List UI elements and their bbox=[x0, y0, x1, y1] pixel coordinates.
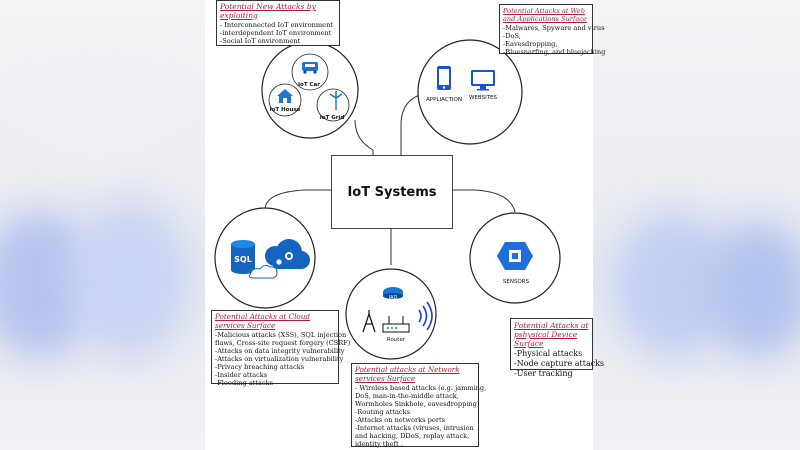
list-item: and hacking, DDoS, replay attack, bbox=[355, 432, 470, 440]
cloud-gears-icon bbox=[265, 239, 310, 269]
web-attacks-title: Potential Attacks at Web and Application… bbox=[503, 7, 587, 23]
list-item: -Bluesnarfing, and bluejacking bbox=[503, 48, 606, 56]
list-item: - Interconnected IoT environment bbox=[220, 21, 333, 29]
list-item: DoS, man-in-the-middle attack, bbox=[355, 392, 459, 400]
monitor-icon bbox=[471, 70, 495, 91]
list-item: -Insider attacks bbox=[215, 371, 268, 379]
cloud-attacks-note: Potential Attacks at Cloud services Surf… bbox=[211, 310, 351, 387]
list-item: -Node capture attacks bbox=[514, 359, 605, 368]
list-item: -Attacks on data integrity vulnerability bbox=[215, 347, 345, 355]
list-item: -DoS, bbox=[503, 32, 521, 40]
list-item: -Malwares, Spyware and virus bbox=[503, 24, 605, 32]
center-title: IoT Systems bbox=[347, 184, 437, 200]
device-attacks-title: Potential Attacks at pshysical Device Su… bbox=[514, 321, 589, 348]
list-item: -Social IoT environment bbox=[220, 37, 301, 45]
wifi-signal-icon bbox=[418, 301, 433, 331]
web-app-node: APPLIACTION WEBSITES bbox=[417, 39, 523, 145]
websites-label: WEBSITES bbox=[469, 95, 498, 101]
list-item: -Malicious attacks (XSS), SQL injection bbox=[215, 331, 347, 339]
cloud-node: SQL bbox=[214, 207, 316, 309]
database-icon bbox=[231, 240, 255, 274]
iad-icon bbox=[383, 287, 403, 299]
iot-systems-box: IoT Systems bbox=[331, 155, 453, 229]
chip-icon bbox=[497, 242, 533, 270]
right-backdrop bbox=[593, 0, 800, 450]
list-item: - Wireless based attacks (e.g. jamming, bbox=[355, 384, 487, 392]
list-item: -User tracking bbox=[514, 369, 573, 378]
car-icon bbox=[302, 62, 318, 74]
cloud-outline-icon bbox=[248, 264, 278, 279]
list-item: -Privacy breaching attacks bbox=[215, 363, 305, 371]
left-backdrop bbox=[0, 0, 205, 450]
network-attacks-note: Potential attacks at Network services Su… bbox=[351, 363, 487, 448]
iot-devices-node: IoT Car IoT House IoT Grid bbox=[261, 41, 359, 139]
antenna-tower-icon bbox=[362, 310, 376, 333]
list-item: -Flooding attacks bbox=[215, 379, 273, 387]
list-item: Wormholes Sinkhole, eavesdropping) bbox=[355, 400, 480, 408]
list-item: -Internet attacks (viruses, intrusion bbox=[355, 424, 474, 432]
list-item: -Routing attacks bbox=[355, 408, 410, 416]
router-label: Router bbox=[387, 337, 406, 343]
list-item: -Attacks on virtualization vulnerability bbox=[215, 355, 344, 363]
house-icon bbox=[277, 89, 293, 103]
diagram-svg: IoT Car IoT House IoT Grid bbox=[214, 39, 561, 360]
sql-label: SQL bbox=[234, 255, 252, 264]
iot-grid-label: IoT Grid bbox=[320, 115, 345, 121]
wind-turbine-icon bbox=[329, 91, 343, 110]
list-item: -Physical attacks bbox=[514, 349, 583, 358]
network-node: IAD Router bbox=[345, 268, 437, 360]
list-item: -interdependent IoT environment bbox=[220, 29, 332, 37]
network-attacks-title: Potential attacks at Network services Su… bbox=[355, 365, 460, 383]
list-item: identity theft . bbox=[355, 440, 403, 448]
application-label: APPLIACTION bbox=[426, 97, 462, 103]
web-attacks-note: Potential Attacks at Web and Application… bbox=[499, 4, 606, 56]
list-item: flaws, Cross-site request forgery (CSRF) bbox=[215, 339, 351, 347]
device-attacks-note: Potential Attacks at pshysical Device Su… bbox=[510, 318, 605, 378]
list-item: -Eavesdropping, bbox=[503, 40, 558, 48]
sensors-node: SENSORS bbox=[469, 212, 561, 304]
diagram-canvas: IoT Car IoT House IoT Grid bbox=[205, 0, 606, 450]
cloud-attacks-title: Potential Attacks at Cloud services Surf… bbox=[215, 312, 310, 330]
smartphone-icon bbox=[437, 66, 451, 90]
iot-car-label: IoT Car bbox=[298, 82, 320, 88]
router-icon bbox=[382, 316, 410, 333]
new-attacks-title: Potential New Attacks by exploiting bbox=[220, 2, 316, 20]
new-attacks-note: Potential New Attacks by exploiting - In… bbox=[216, 0, 340, 46]
list-item: -Attacks on networks ports bbox=[355, 416, 446, 424]
sensors-label: SENSORS bbox=[503, 279, 530, 285]
iad-label: IAD bbox=[389, 295, 398, 301]
iot-house-label: IoT House bbox=[270, 107, 301, 113]
